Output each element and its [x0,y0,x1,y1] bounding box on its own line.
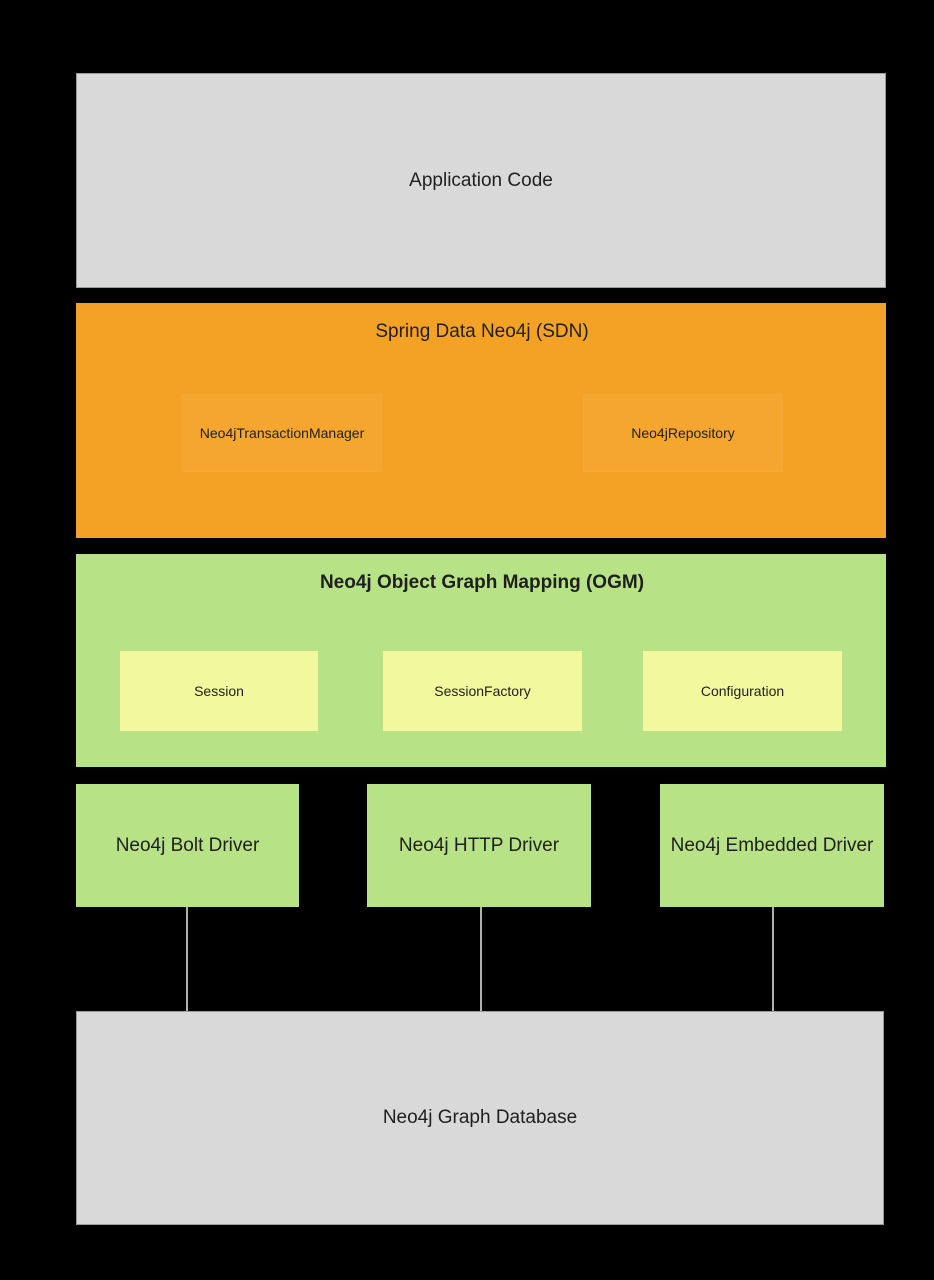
driver-label: Neo4j Bolt Driver [115,834,260,856]
driver-bolt: Neo4j Bolt Driver [76,784,299,907]
connector-line-bolt [186,907,188,1011]
component-label: Configuration [700,683,785,699]
sdn-layer-title: Spring Data Neo4j (SDN) [375,321,589,342]
layer-neo4j-ogm: Neo4j Object Graph Mapping (OGM) Session… [76,554,886,767]
component-label: Neo4jTransactionManager [199,425,365,441]
layer-spring-data-neo4j: Spring Data Neo4j (SDN) Neo4jTransaction… [76,303,886,538]
layer-application-code: Application Code [76,73,886,288]
component-label: SessionFactory [434,683,531,699]
component-session-factory: SessionFactory [383,651,582,731]
connector-line-embedded [772,907,774,1011]
component-label: Neo4jRepository [631,425,735,441]
component-configuration: Configuration [643,651,842,731]
component-neo4j-repository: Neo4jRepository [583,394,783,472]
application-code-label: Application Code [409,169,553,191]
ogm-layer-title: Neo4j Object Graph Mapping (OGM) [319,572,645,593]
component-label: Session [194,683,244,699]
graph-database-label: Neo4j Graph Database [382,1107,578,1128]
layer-neo4j-graph-database: Neo4j Graph Database [76,1011,884,1225]
driver-label: Neo4j HTTP Driver [398,834,560,856]
connector-line-http [480,907,482,1011]
component-session: Session [120,651,318,731]
component-neo4j-transaction-manager: Neo4jTransactionManager [182,394,382,472]
driver-http: Neo4j HTTP Driver [367,784,591,907]
driver-embedded: Neo4j Embedded Driver [660,784,884,907]
driver-label: Neo4j Embedded Driver [670,834,874,856]
